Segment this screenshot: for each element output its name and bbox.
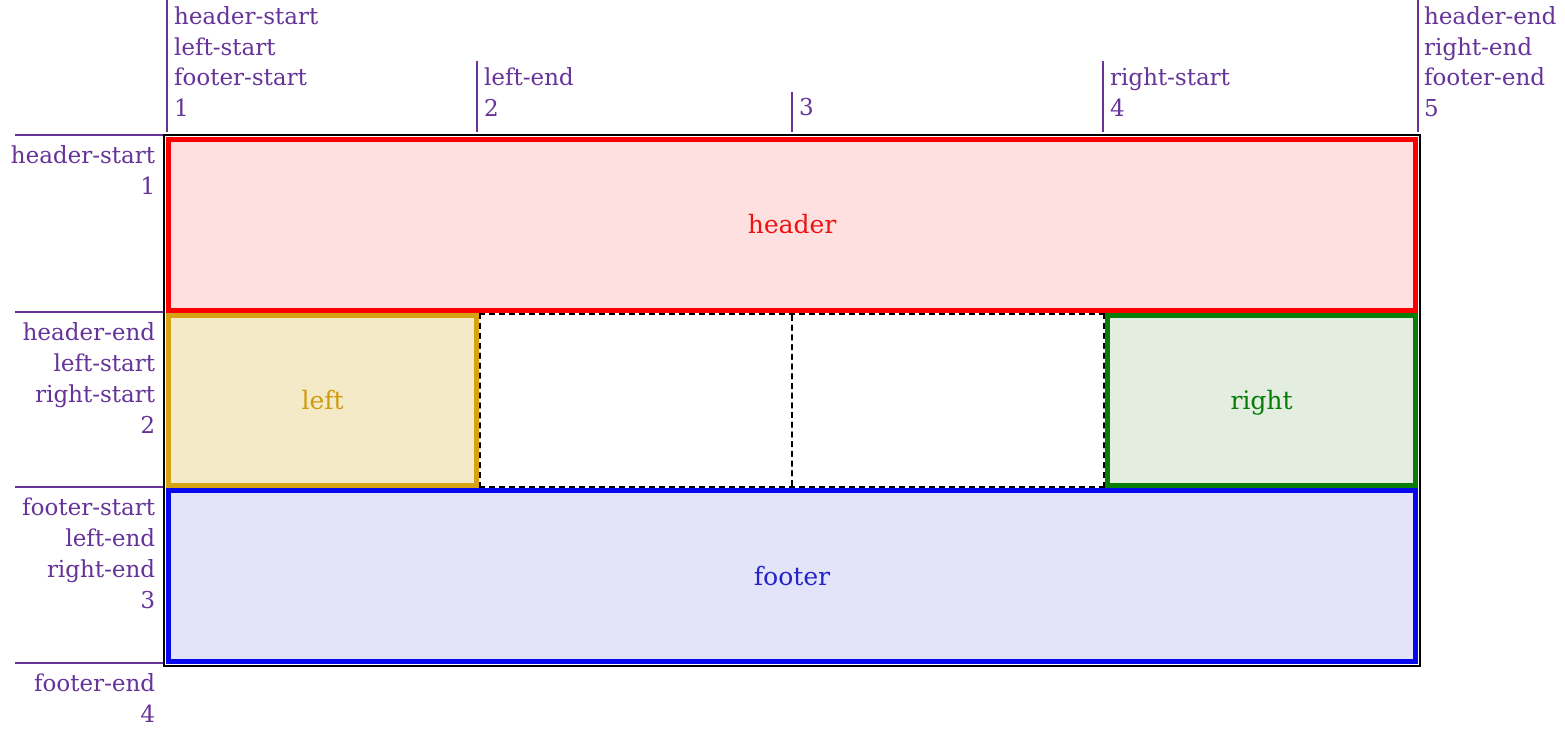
line-number: 2 <box>484 95 499 122</box>
line-name: left-start <box>174 34 276 61</box>
row-line-4-labels: footer-end 4 <box>34 669 155 731</box>
grid-area-header: header <box>166 137 1418 313</box>
line-name: header-end <box>22 320 155 346</box>
line-name: left-start <box>53 351 156 377</box>
empty-cell <box>793 315 1103 487</box>
line-name: header-start <box>10 143 155 169</box>
line-name: footer-start <box>174 65 307 91</box>
grid-area-label: left <box>301 385 344 415</box>
line-name: footer-end <box>1424 65 1545 91</box>
line-number: 2 <box>140 413 155 439</box>
line-name: left-end <box>484 65 574 91</box>
line-name: header-start <box>174 4 319 30</box>
column-line-3-labels: 3 <box>799 93 814 124</box>
column-line-5-tick <box>1417 0 1419 132</box>
column-line-3-tick <box>791 92 793 132</box>
grid-area-left: left <box>166 312 479 489</box>
row-line-1-tick <box>15 134 163 136</box>
grid-area-footer: footer <box>166 488 1418 664</box>
line-name: left-end <box>65 526 155 552</box>
column-line-4-tick <box>1102 61 1104 132</box>
grid-container: header left right footer <box>163 134 1421 667</box>
column-line-2-labels: left-end 2 <box>484 63 574 124</box>
row-line-1-labels: header-start 1 <box>11 141 155 203</box>
line-name: footer-start <box>22 495 155 521</box>
line-number: 4 <box>140 702 155 728</box>
row-line-2-labels: header-end left-start right-start 2 <box>23 318 155 442</box>
line-name: right-end <box>46 557 155 583</box>
line-name: right-start <box>1110 65 1230 91</box>
column-line-5-labels: header-end right-end footer-end 5 <box>1424 2 1556 124</box>
line-number: 4 <box>1110 95 1125 122</box>
grid-area-label: header <box>747 210 837 240</box>
row-line-3-labels: footer-start left-end right-end 3 <box>22 493 155 617</box>
column-line-4-labels: right-start 4 <box>1110 63 1230 124</box>
line-number: 1 <box>140 174 155 200</box>
grid-area-label: right <box>1230 385 1293 415</box>
line-name: header-end <box>1424 4 1557 30</box>
line-name: right-end <box>1424 34 1533 61</box>
line-number: 3 <box>140 588 155 614</box>
grid-area-label: footer <box>753 561 831 591</box>
grid-area-right: right <box>1105 312 1418 489</box>
column-line-2-tick <box>476 61 478 132</box>
row-line-3-tick <box>15 486 163 488</box>
line-number: 3 <box>799 95 814 121</box>
line-name: footer-end <box>34 671 155 697</box>
column-line-1-tick <box>166 0 168 132</box>
row-line-2-tick <box>15 311 163 313</box>
empty-cell <box>481 314 793 487</box>
line-number: 1 <box>174 95 189 122</box>
line-number: 5 <box>1424 95 1439 122</box>
line-name: right-start <box>35 382 155 408</box>
column-line-1-labels: header-start left-start footer-start 1 <box>174 2 318 124</box>
row-line-4-tick <box>15 662 163 664</box>
empty-grid-cells <box>479 312 1105 489</box>
